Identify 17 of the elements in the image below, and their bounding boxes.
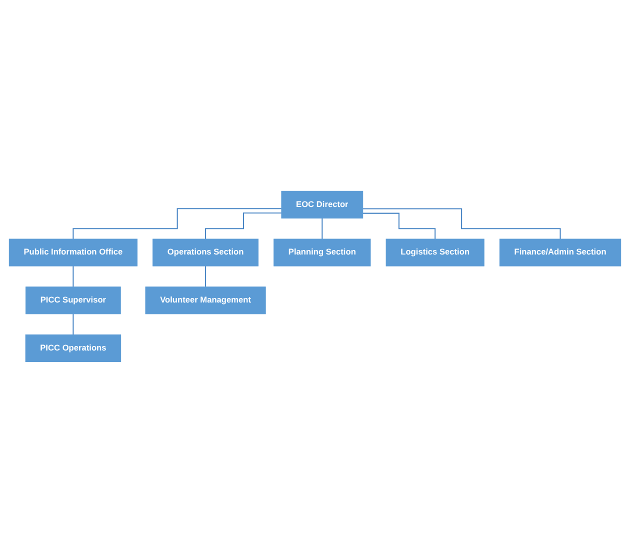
connector — [205, 212, 282, 240]
node-box: Public Information Office — [8, 238, 138, 266]
connector — [72, 265, 74, 287]
node-box: Planning Section — [274, 238, 371, 266]
node-box: PICC Supervisor — [26, 286, 121, 314]
connector — [72, 208, 282, 240]
node-box: EOC Director — [281, 190, 364, 218]
connector — [72, 312, 74, 335]
connector — [322, 217, 323, 240]
connector — [205, 265, 206, 287]
connector — [362, 208, 561, 240]
node-box: PICC Operations — [25, 334, 122, 362]
node-box: Volunteer Management — [145, 286, 266, 314]
node-box: Finance/Admin Section — [499, 238, 622, 266]
connector — [362, 212, 436, 240]
node-box: Logistics Section — [386, 238, 484, 266]
node-box: Operations Section — [152, 238, 258, 266]
